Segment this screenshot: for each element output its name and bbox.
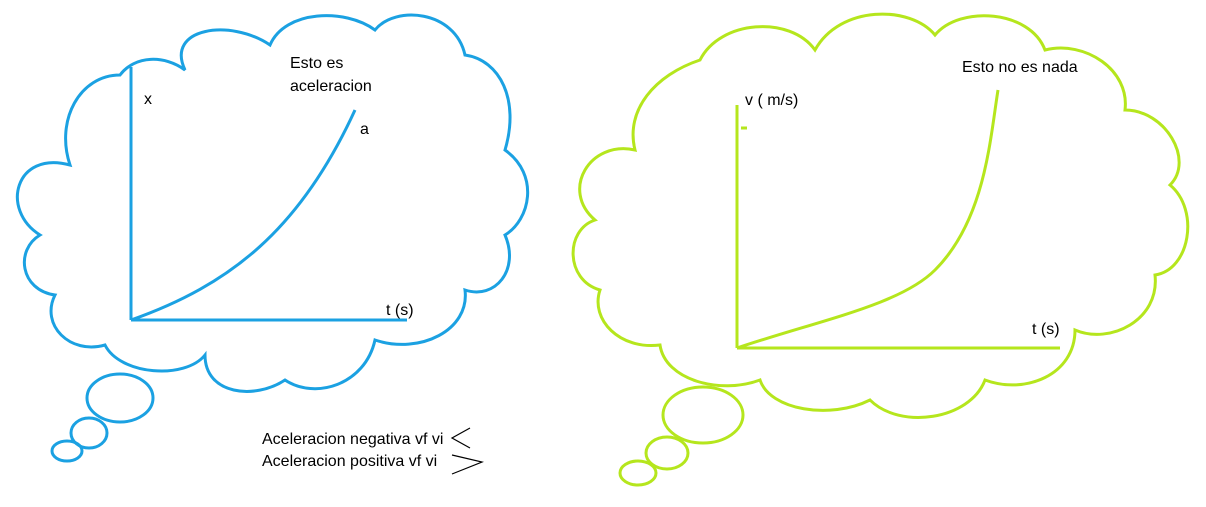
- blue-thought-cloud: [17, 15, 527, 461]
- green-thought-cloud: [573, 14, 1188, 485]
- blue-title-line2: aceleracion: [290, 78, 372, 95]
- comparison-sign-marks: [452, 428, 482, 474]
- blue-cloud-outline: [17, 15, 527, 391]
- green-y-axis-label: v ( m/s): [745, 92, 798, 109]
- green-thought-bubble-large: [663, 387, 743, 443]
- green-title: Esto no es nada: [962, 59, 1078, 76]
- note-positive-acceleration: Aceleracion positiva vf vi: [262, 453, 437, 470]
- less-than-sign: [452, 428, 470, 448]
- green-x-axis-label: t (s): [1032, 321, 1060, 338]
- blue-y-axis-label: x: [144, 91, 152, 108]
- blue-x-axis-label: t (s): [386, 302, 414, 319]
- green-velocity-curve: [737, 90, 998, 348]
- blue-graph: [131, 67, 407, 320]
- blue-title-line1: Esto es: [290, 55, 343, 72]
- blue-thought-bubble-small: [52, 441, 82, 461]
- green-graph: [737, 90, 1060, 348]
- blue-thought-bubble-large: [87, 374, 153, 422]
- blue-curve-label: a: [360, 121, 369, 138]
- blue-acceleration-curve: [131, 110, 355, 320]
- green-thought-bubble-small: [620, 461, 656, 485]
- note-negative-acceleration: Aceleracion negativa vf vi: [262, 431, 443, 448]
- green-cloud-outline: [573, 14, 1188, 417]
- greater-than-sign: [452, 455, 482, 474]
